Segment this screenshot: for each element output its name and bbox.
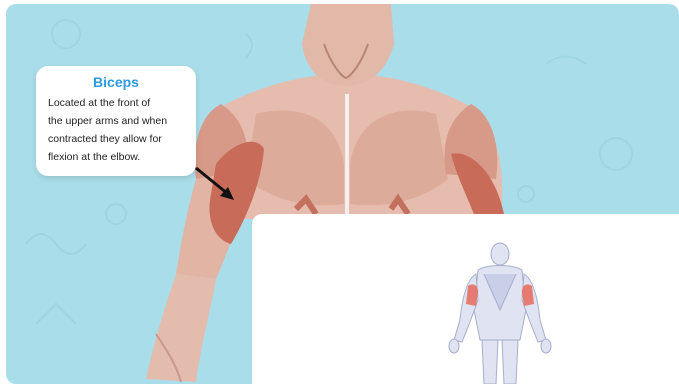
callout-title: Biceps (48, 74, 184, 90)
callout-line: Located at the front of (48, 97, 150, 109)
body-map-icon (440, 240, 560, 384)
body-map-panel (252, 214, 679, 384)
callout-description: Located at the front of the upper arms a… (48, 94, 184, 166)
callout-line: flexion at the elbow. (48, 151, 140, 163)
callout-line: contracted they allow for (48, 133, 162, 145)
callout-line: the upper arms and when (48, 115, 167, 127)
biceps-callout: Biceps Located at the front of the upper… (36, 66, 196, 176)
